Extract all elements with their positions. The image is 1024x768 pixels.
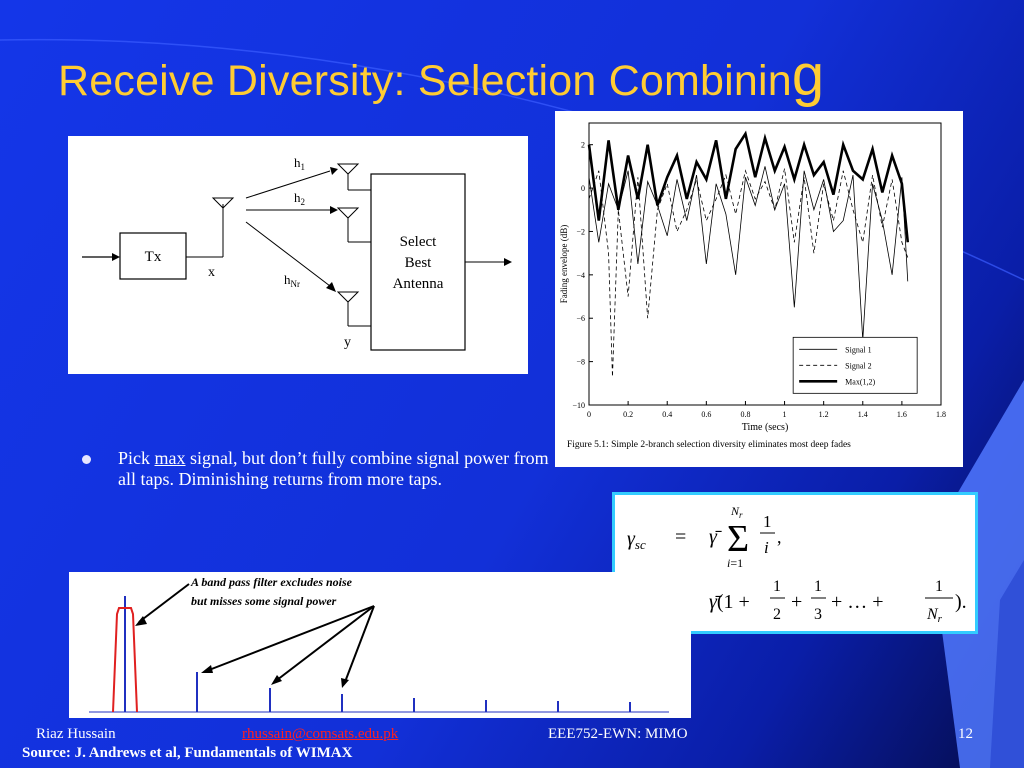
svg-text:1: 1 (814, 578, 822, 595)
svg-text:Σ: Σ (727, 518, 749, 560)
x-axis-label: Time (secs) (742, 422, 789, 433)
chart-caption: Figure 5.1: Simple 2-branch selection di… (567, 439, 851, 450)
series-line-1 (588, 166, 909, 340)
h1-label: h1 (294, 155, 305, 172)
filter-annotation-line1: A band pass filter excludes noise (190, 575, 353, 589)
svg-text:γsc: γsc (627, 528, 646, 552)
legend-entry: Signal 2 (845, 361, 871, 370)
svg-text:i=1: i=1 (727, 556, 743, 570)
rx-antenna-1-icon (336, 163, 360, 175)
svg-text:Nr: Nr (730, 504, 743, 520)
selection-diagram: Tx x h1 h2 hNr Select Best Antenna y (68, 136, 528, 374)
hn-label: hNr (284, 272, 300, 289)
source-citation: Source: J. Andrews et al, Fundamentals o… (22, 745, 353, 761)
svg-text:3: 3 (814, 606, 822, 623)
svg-text:Antenna: Antenna (393, 276, 444, 292)
x-tick-label: 0 (587, 410, 591, 419)
svg-text:Select: Select (400, 234, 437, 250)
svg-text:,: , (777, 527, 782, 547)
x-tick-label: 1.8 (936, 410, 946, 419)
x-tick-label: 0.4 (662, 410, 672, 419)
tx-label: Tx (145, 249, 162, 265)
svg-text:Nr: Nr (926, 606, 943, 625)
svg-text:Best: Best (405, 255, 433, 271)
footer-author: Riaz Hussain (36, 726, 116, 742)
y-tick-label: −4 (576, 271, 585, 280)
series-line-2 (588, 168, 909, 377)
band-pass-filter-figure: A band pass filter excludes noise but mi… (69, 572, 691, 718)
x-label: x (208, 265, 215, 280)
tx-box (119, 232, 187, 280)
x-tick-label: 1 (783, 410, 787, 419)
bullet-dot-icon (82, 455, 91, 464)
tx-antenna-icon (211, 197, 235, 209)
svg-text:γ̄: γ̄ (709, 526, 722, 548)
rx-antenna-2-icon (336, 207, 360, 219)
y-tick-label: 2 (581, 141, 585, 150)
legend-entry: Max(1,2) (845, 377, 875, 386)
y-tick-label: 0 (581, 184, 585, 193)
rx-antenna-n-icon (336, 291, 360, 303)
svg-text:=: = (675, 526, 686, 548)
y-tick-label: −10 (572, 401, 585, 410)
y-axis-label: Fading envelope (dB) (559, 225, 569, 303)
svg-text:).: ). (955, 591, 967, 613)
footer-course: EEE752-EWN: MIMO (548, 726, 688, 742)
svg-text:1: 1 (935, 578, 943, 595)
svg-text:+: + (791, 591, 802, 613)
y-label: y (344, 335, 351, 350)
x-tick-label: 0.8 (740, 410, 750, 419)
y-tick-label: −8 (576, 358, 585, 367)
x-tick-label: 0.6 (701, 410, 711, 419)
svg-text:γ̄(1 +: γ̄(1 + (709, 591, 750, 613)
svg-text:1: 1 (763, 512, 772, 531)
legend-entry: Signal 1 (845, 345, 871, 354)
footer-page-number: 12 (958, 726, 973, 742)
svg-text:1: 1 (773, 578, 781, 595)
y-tick-label: −6 (576, 314, 585, 323)
x-tick-label: 0.2 (623, 410, 633, 419)
h2-label: h2 (294, 190, 305, 207)
y-tick-label: −2 (576, 227, 585, 236)
svg-text:2: 2 (773, 606, 781, 623)
footer-email-link[interactable]: rhussain@comsats.edu.pk (242, 726, 399, 742)
svg-text:+ … +: + … + (831, 591, 884, 613)
series-line-3 (587, 130, 910, 243)
x-tick-label: 1.4 (858, 410, 868, 419)
svg-text:i: i (764, 538, 769, 557)
filter-annotation-line2: but misses some signal power (191, 594, 337, 608)
slide-title: Receive Diversity: Selection Combining (58, 43, 825, 108)
x-tick-label: 1.2 (819, 410, 829, 419)
x-tick-label: 1.6 (897, 410, 907, 419)
bullet-point: Pick max signal, but don’t fully combine… (82, 448, 552, 490)
